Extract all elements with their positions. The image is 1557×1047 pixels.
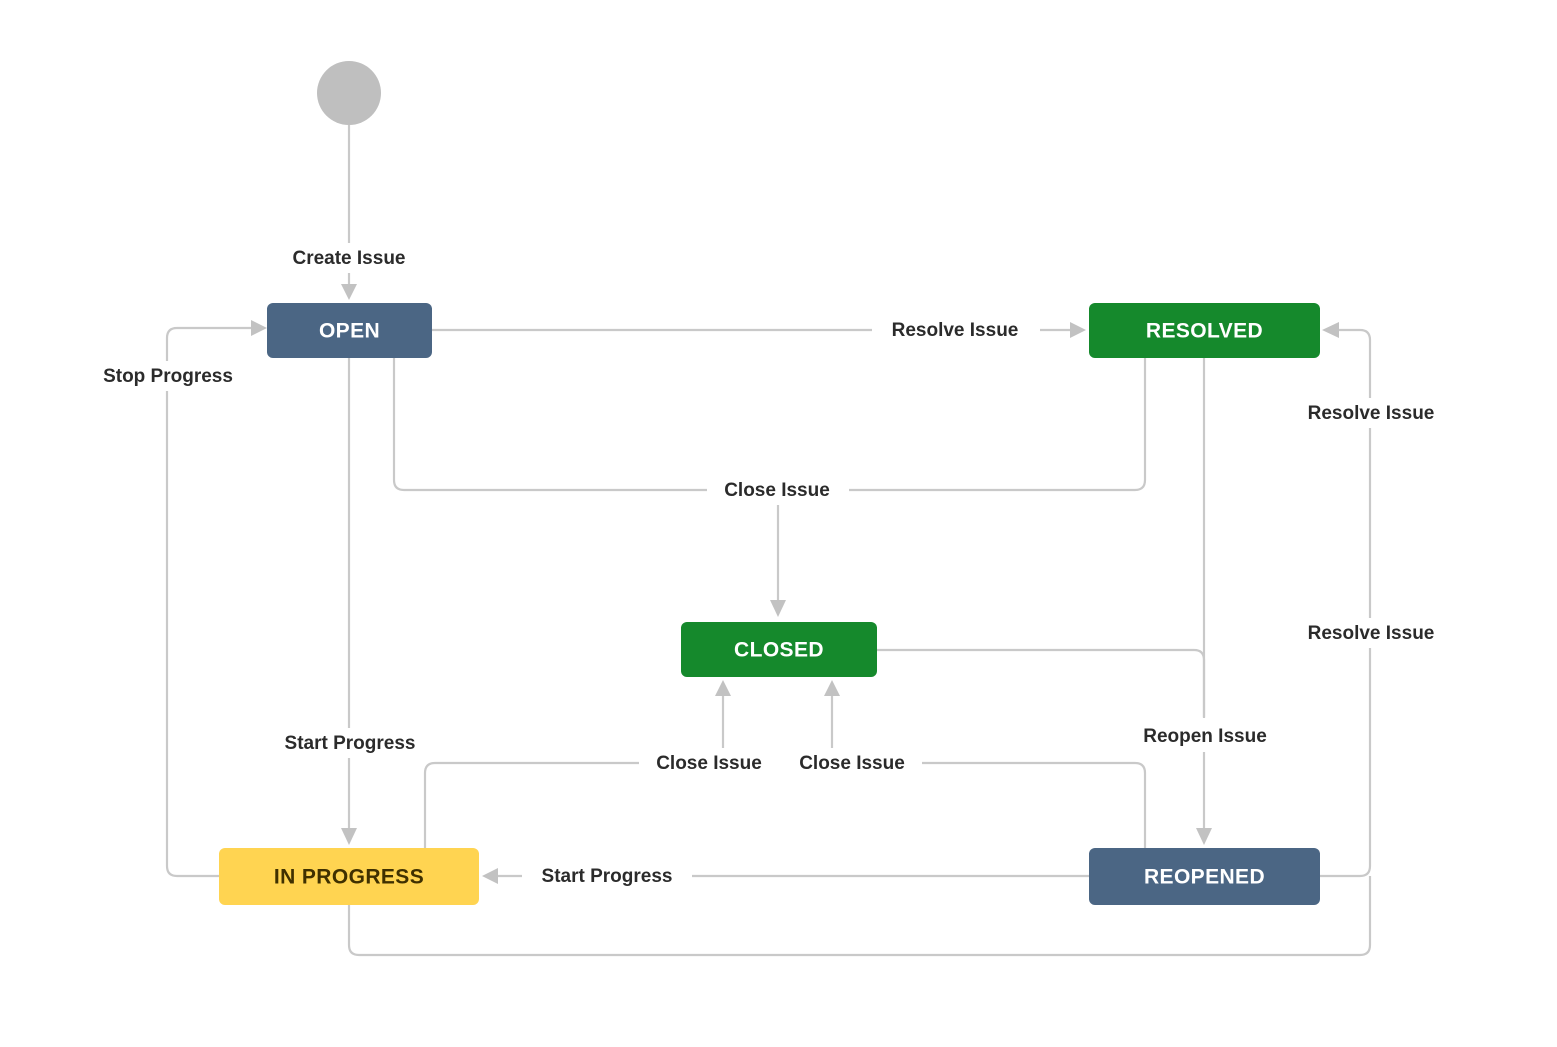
edge-label-text: Start Progress — [542, 866, 673, 887]
node-reopened[interactable]: REOPENED — [1089, 848, 1320, 905]
node-resolved[interactable]: RESOLVED — [1089, 303, 1320, 358]
node-label-resolved: RESOLVED — [1146, 320, 1263, 343]
edge-label-open-resolve: Resolve Issue — [872, 315, 1040, 345]
edge-label-text: Start Progress — [285, 733, 416, 754]
node-label-in-progress: IN PROGRESS — [274, 866, 424, 889]
node-label-closed: CLOSED — [734, 639, 824, 662]
edge-resolved-reopen-issue — [1196, 358, 1212, 845]
edge-label-text: Stop Progress — [103, 366, 233, 387]
edge-open-start-progress — [341, 358, 357, 845]
edge-label-text: Resolve Issue — [1308, 623, 1435, 644]
edge-label-stop-progress: Stop Progress — [85, 361, 251, 391]
node-label-reopened: REOPENED — [1144, 866, 1265, 889]
edge-label-start-progress-open: Start Progress — [266, 728, 434, 758]
edge-create-issue — [341, 125, 357, 300]
edge-label-text: Close Issue — [656, 753, 762, 774]
node-in-progress[interactable]: IN PROGRESS — [219, 848, 479, 905]
start-circle-node[interactable] — [317, 61, 381, 125]
edge-label-text: Resolve Issue — [1308, 403, 1435, 424]
edge-resolved-close-issue — [770, 358, 1147, 617]
edge-closed-reopen-routing — [877, 648, 1206, 717]
edge-label-text: Close Issue — [724, 480, 830, 501]
edge-reopened-resolve-issue — [1320, 322, 1372, 878]
edge-label-text: Create Issue — [292, 248, 405, 269]
edge-open-close-issue — [392, 358, 778, 492]
edge-label-close-issue-inprogress: Close Issue — [639, 748, 779, 778]
edge-label-reopen-issue: Reopen Issue — [1126, 722, 1285, 751]
edge-label-close-issue-reopened: Close Issue — [782, 748, 922, 778]
edge-label-text: Reopen Issue — [1143, 726, 1267, 747]
edge-label-start-progress-reopened: Start Progress — [522, 861, 692, 891]
edge-label-resolve-issue-inprogress: Resolve Issue — [1288, 618, 1454, 648]
node-open[interactable]: OPEN — [267, 303, 432, 358]
edge-label-resolve-issue-reopened: Resolve Issue — [1288, 398, 1454, 428]
edge-label-close-issue-top: Close Issue — [707, 475, 849, 505]
node-closed[interactable]: CLOSED — [681, 622, 877, 677]
edge-label-create-issue: Create Issue — [274, 243, 424, 273]
edge-label-text: Close Issue — [799, 753, 905, 774]
node-label-open: OPEN — [319, 320, 380, 343]
edge-inprogress-stop-progress — [165, 320, 267, 878]
edge-label-text: Resolve Issue — [892, 320, 1019, 341]
edge-inprogress-resolve-issue — [347, 876, 1372, 957]
